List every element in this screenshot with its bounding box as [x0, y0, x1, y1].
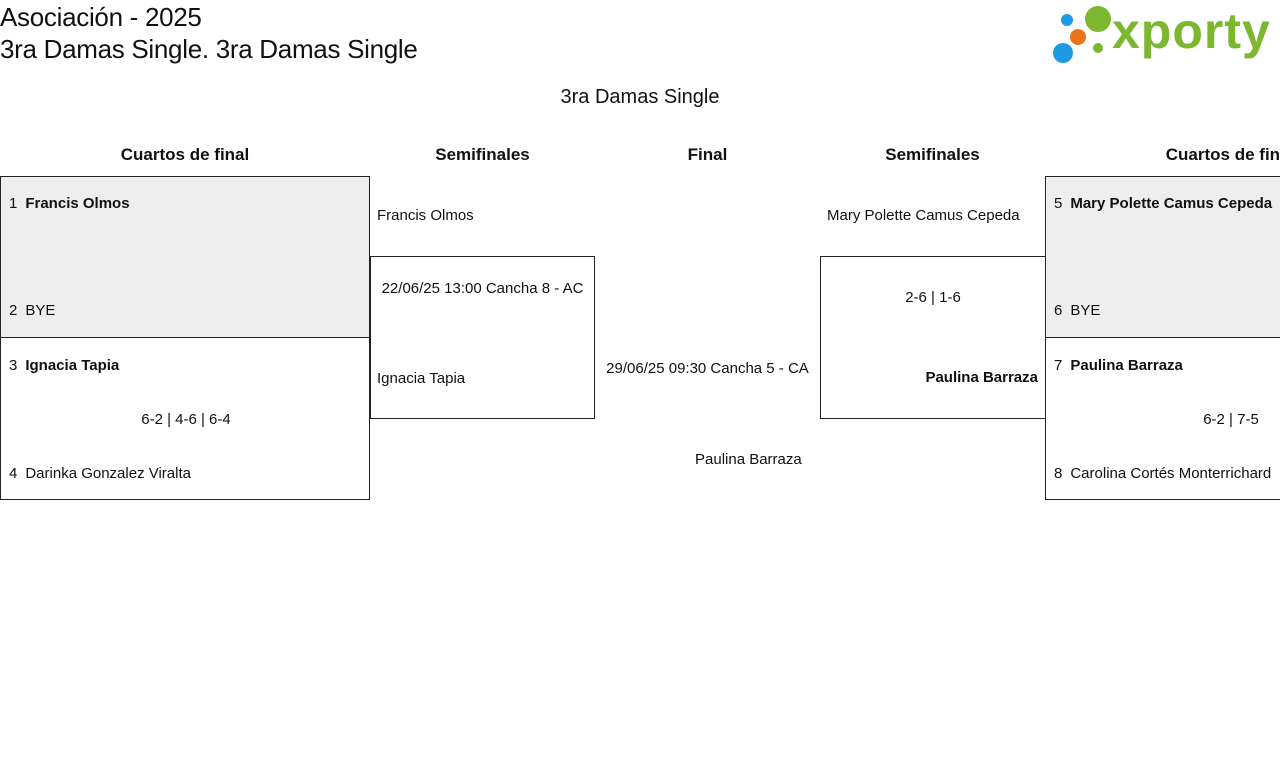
right-qf-column: 5 Mary Polette Camus Cepeda 6 BYE 7 Paulina…: [1045, 176, 1280, 501]
match-left-sf[interactable]: 22/06/25 13:00 Cancha 8 - AC Ignacia Tap…: [370, 256, 595, 419]
match-left-qf-2[interactable]: 3 Ignacia Tapia 6-2 | 4-6 | 6-4 4 Darinka …: [0, 337, 370, 500]
round-header-right-quarterfinals: Cuartos de final: [1165, 145, 1280, 164]
match-right-sf[interactable]: 2-6 | 1-6 Paulina Barraza: [820, 256, 1046, 419]
round-header-final: Final: [687, 145, 728, 164]
match-score: 6-2 | 4-6 | 6-4: [141, 411, 231, 428]
bracket-title: 3ra Damas Single: [560, 86, 720, 108]
round-header-left-semifinals: Semifinales: [435, 145, 530, 164]
page-title: Asociación - 2025: [0, 2, 202, 32]
right-sf-player-1: Mary Polette Camus Cepeda: [827, 207, 1020, 224]
right-sf-player-2: Paulina Barraza: [925, 369, 1038, 386]
left-sf-player-1: Francis Olmos: [377, 207, 474, 224]
player-row: 6 BYE: [1054, 302, 1100, 319]
player-name: Mary Polette Camus Cepeda: [1070, 195, 1273, 212]
player-row: 4 Darinka Gonzalez Viralta: [9, 465, 191, 482]
seed-number: 3: [9, 357, 18, 374]
xporty-logo: xporty: [1050, 3, 1278, 68]
left-sf-player-2: Ignacia Tapia: [377, 370, 466, 387]
seed-number: 8: [1054, 465, 1063, 482]
seed-number: 2: [9, 302, 18, 319]
final-winner: Paulina Barraza: [695, 451, 802, 468]
match-score: 6-2 | 7-5: [1203, 411, 1259, 428]
player-row: 2 BYE: [9, 302, 55, 319]
player-name: Paulina Barraza: [1070, 357, 1183, 374]
match-info: 22/06/25 13:00 Cancha 8 - AC: [381, 280, 584, 297]
player-row: 7 Paulina Barraza: [1054, 357, 1183, 374]
seed-number: 7: [1054, 357, 1063, 374]
logo-dots-icon: [1053, 6, 1111, 63]
match-left-qf-1[interactable]: 1 Francis Olmos 2 BYE: [0, 176, 370, 338]
match-right-qf-1[interactable]: 5 Mary Polette Camus Cepeda 6 BYE: [1045, 176, 1280, 338]
player-name: Carolina Cortés Monterrichard: [1070, 465, 1272, 482]
round-header-right-semifinals: Semifinales: [885, 145, 980, 164]
player-name: BYE: [25, 302, 56, 319]
match-right-qf-2[interactable]: 7 Paulina Barraza 6-2 | 7-5 8 Carolina Cor…: [1045, 337, 1280, 500]
player-name: Francis Olmos: [25, 195, 130, 212]
logo-text: xporty: [1112, 3, 1271, 59]
seed-number: 6: [1054, 302, 1063, 319]
page-subtitle: 3ra Damas Single. 3ra Damas Single: [0, 34, 418, 64]
seed-number: 5: [1054, 195, 1063, 212]
player-name: Darinka Gonzalez Viralta: [25, 465, 191, 482]
seed-number: 1: [9, 195, 18, 212]
player-name: BYE: [1070, 302, 1101, 319]
seed-number: 4: [9, 465, 18, 482]
player-row: 5 Mary Polette Camus Cepeda: [1054, 195, 1272, 212]
player-row: 3 Ignacia Tapia: [9, 357, 119, 374]
match-score: 2-6 | 1-6: [905, 289, 961, 306]
player-row: 8 Carolina Cortés Monterrichard: [1054, 465, 1271, 482]
player-row: 1 Francis Olmos: [9, 195, 130, 212]
round-header-left-quarterfinals: Cuartos de final: [120, 145, 250, 164]
player-name: Ignacia Tapia: [25, 357, 120, 374]
final-match-info: 29/06/25 09:30 Cancha 5 - CA: [606, 360, 809, 377]
